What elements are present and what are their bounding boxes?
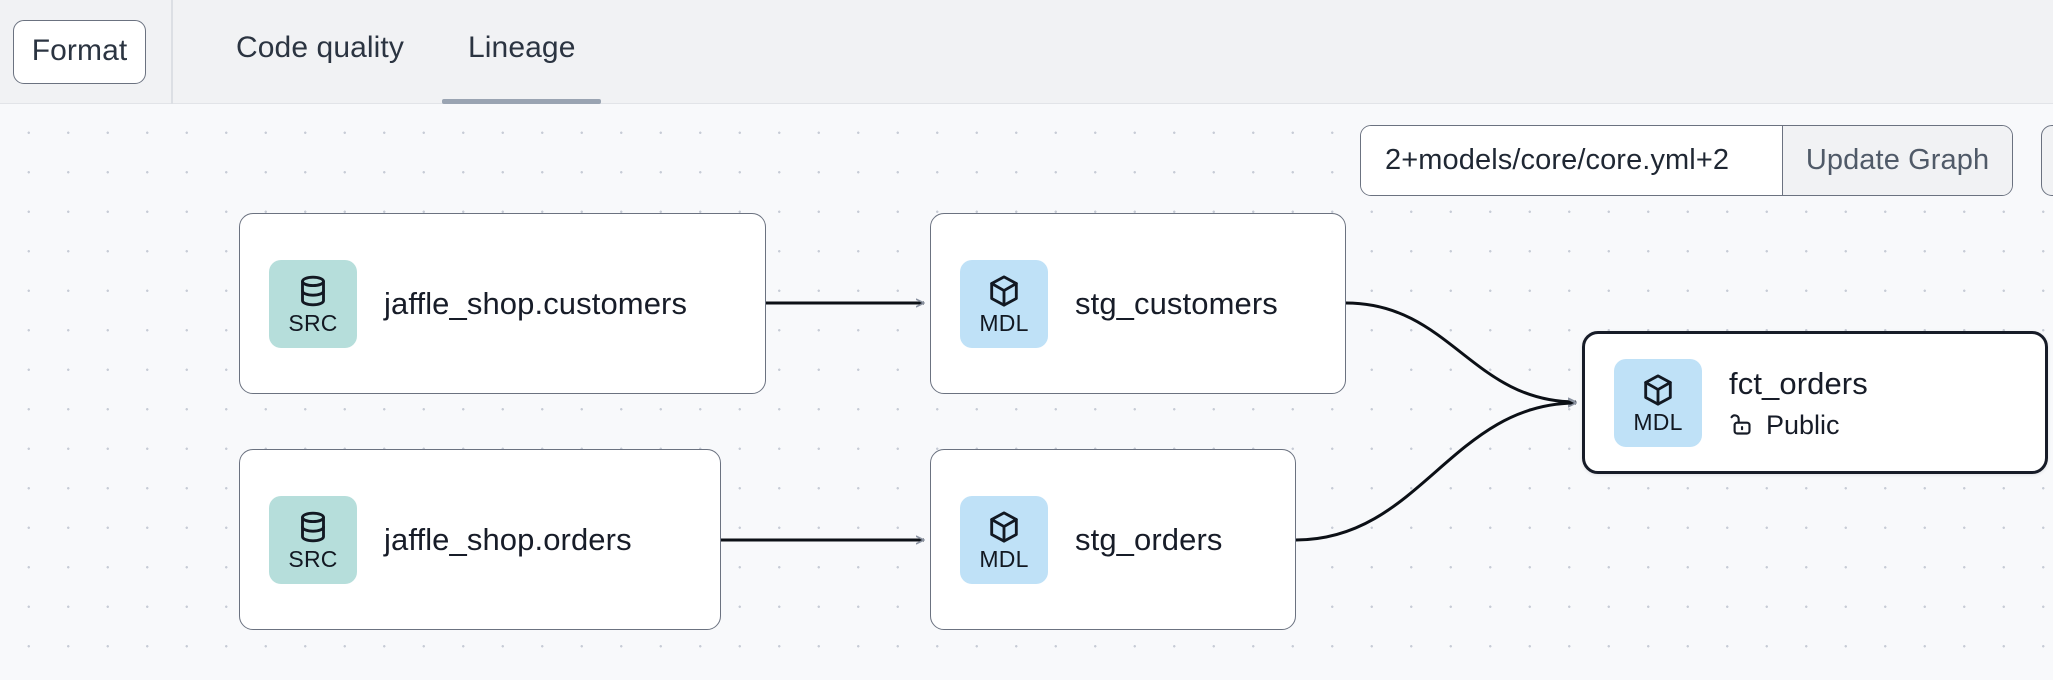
node-badge-src-label: SRC: [288, 545, 338, 572]
node-title: stg_orders: [1075, 521, 1223, 557]
node-body: jaffle_shop.orders: [384, 521, 632, 559]
toolbar-header: Format Code quality Lineage: [0, 0, 2053, 104]
node-title: jaffle_shop.orders: [384, 521, 632, 557]
lineage-node-src-customers[interactable]: SRC jaffle_shop.customers: [239, 213, 766, 394]
cube-icon: [990, 274, 1018, 307]
dbt-selector-input[interactable]: [1361, 126, 1782, 195]
database-icon: [301, 511, 325, 542]
node-body: stg_customers: [1075, 285, 1278, 323]
tab-code-quality-label: Code quality: [236, 31, 404, 64]
node-badge-src-label: SRC: [288, 309, 338, 336]
tab-lineage[interactable]: Lineage: [442, 24, 602, 104]
node-body: jaffle_shop.customers: [384, 285, 687, 323]
unlock-icon: [1730, 414, 1751, 435]
database-icon: [301, 275, 325, 306]
node-badge-mdl: MDL: [960, 495, 1048, 584]
node-badge-src: SRC: [269, 259, 357, 348]
cube-icon: [990, 510, 1018, 543]
format-button[interactable]: Format: [13, 20, 146, 84]
node-badge-src: SRC: [269, 495, 357, 584]
lineage-node-stg-orders[interactable]: MDL stg_orders: [930, 449, 1296, 630]
node-body: fct_orders Public: [1729, 365, 1868, 441]
node-access-badge: Public: [1729, 409, 1868, 441]
node-badge-mdl-label: MDL: [979, 309, 1029, 336]
tab-lineage-label: Lineage: [468, 31, 576, 64]
lineage-node-fct-orders[interactable]: MDL fct_orders Public: [1582, 331, 2048, 474]
node-access-label: Public: [1766, 409, 1840, 440]
lineage-node-src-orders[interactable]: SRC jaffle_shop.orders: [239, 449, 721, 630]
tab-active-indicator: [442, 99, 602, 104]
lineage-node-stg-customers[interactable]: MDL stg_customers: [930, 213, 1346, 394]
update-graph-button[interactable]: Update Graph: [1782, 126, 2012, 195]
node-title: fct_orders: [1729, 365, 1868, 401]
node-badge-mdl: MDL: [1614, 358, 1702, 447]
edge-stg-orders-to-fct-orders: [1295, 403, 1576, 542]
cube-icon: [1644, 373, 1672, 406]
tab-code-quality[interactable]: Code quality: [236, 24, 404, 104]
node-title: jaffle_shop.customers: [384, 285, 688, 321]
node-badge-mdl: MDL: [960, 259, 1048, 348]
graph-side-control-button[interactable]: [2041, 125, 2053, 196]
edge-stg-customers-to-fct-orders: [1345, 301, 1576, 402]
node-badge-mdl-label: MDL: [1633, 408, 1683, 435]
graph-control-bar: Update Graph: [1360, 125, 2013, 196]
node-badge-mdl-label: MDL: [979, 545, 1029, 572]
node-title: stg_customers: [1075, 285, 1278, 321]
lineage-canvas[interactable]: SRC jaffle_shop.customers MDL stg_custom…: [0, 104, 2053, 680]
header-divider: [171, 0, 173, 104]
node-body: stg_orders: [1075, 521, 1222, 559]
